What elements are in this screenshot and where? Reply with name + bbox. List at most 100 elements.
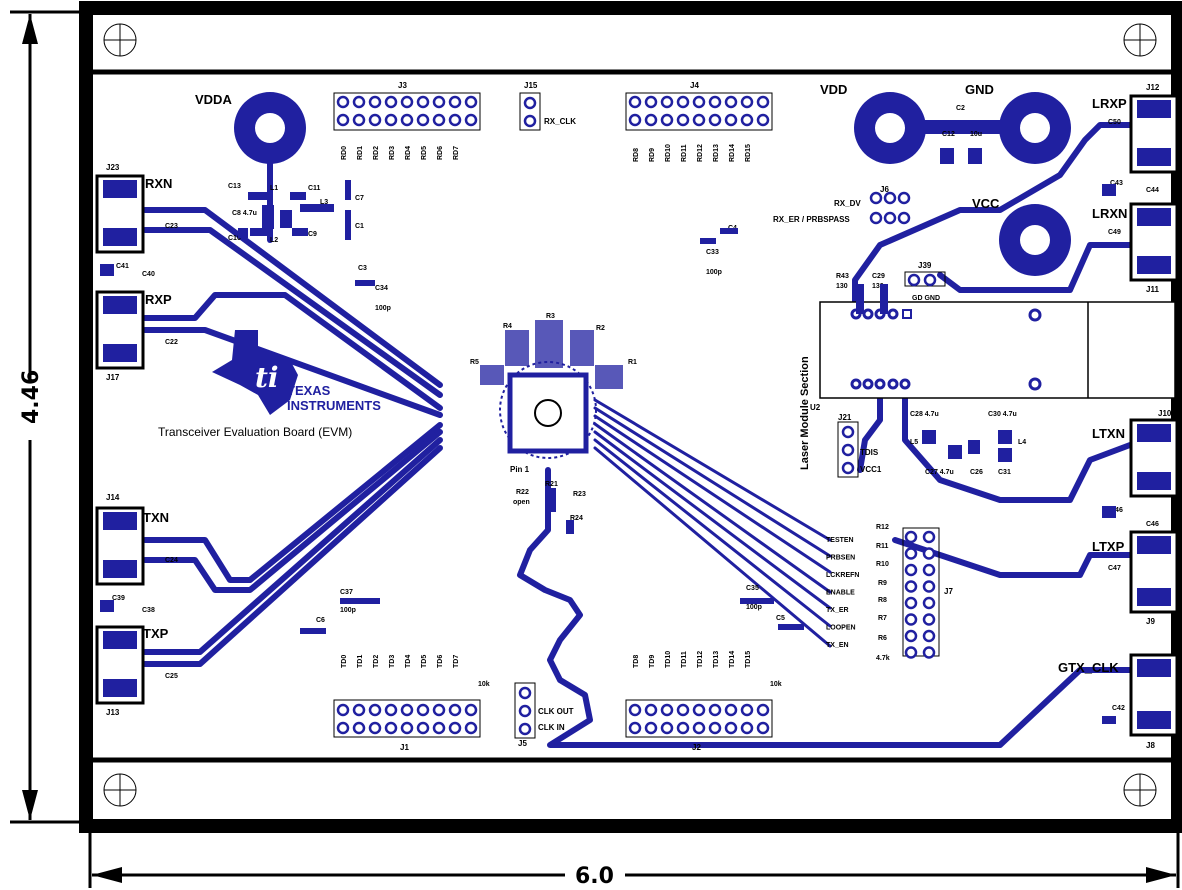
svg-text:C24: C24 (165, 557, 178, 564)
header-pin (841, 425, 855, 439)
svg-text:C10: C10 (228, 235, 241, 242)
j11-label: J11 (1146, 285, 1159, 294)
pin-label: RD10 (665, 144, 672, 162)
svg-text:100p: 100p (746, 604, 762, 611)
svg-text:R7: R7 (878, 615, 887, 622)
header-pin (922, 530, 936, 544)
svg-text:R9: R9 (878, 580, 887, 587)
header-pin (724, 703, 738, 717)
header-pin (448, 95, 462, 109)
pin-label: TD4 (405, 655, 412, 668)
vdd-label: VDD (820, 82, 847, 97)
svg-text:R6: R6 (878, 635, 887, 642)
header-pin (416, 95, 430, 109)
pin-label: TD3 (389, 655, 396, 668)
svg-text:C34: C34 (375, 285, 388, 292)
svg-text:C26: C26 (970, 469, 983, 476)
header-pin (660, 703, 674, 717)
pin-label: TD11 (681, 651, 688, 668)
header-pin (692, 721, 706, 735)
header-pin (740, 721, 754, 735)
pin-label: TD7 (453, 655, 460, 668)
header-pin (432, 721, 446, 735)
svg-text:130: 130 (836, 283, 848, 290)
svg-text:L5: L5 (910, 439, 918, 446)
header-pin (756, 721, 770, 735)
j9-label: J9 (1146, 617, 1155, 626)
pin-label: RD12 (697, 144, 704, 162)
pin-label: TD12 (697, 651, 704, 668)
vcc-label: VCC (972, 196, 1000, 211)
logo-line2: INSTRUMENTS (287, 398, 381, 413)
header-pin (368, 95, 382, 109)
pin-label: RD1 (357, 146, 364, 160)
svg-text:C40: C40 (142, 271, 155, 278)
svg-text:R4: R4 (503, 323, 512, 330)
lrxn-label: LRXN (1092, 206, 1127, 221)
header-pin (400, 95, 414, 109)
u2-label: U2 (810, 403, 821, 412)
pin-label: TD6 (437, 655, 444, 668)
j5-label: J5 (518, 739, 527, 748)
pin-label: TD0 (341, 655, 348, 668)
j17-label: J17 (106, 373, 120, 382)
svg-text:R23: R23 (573, 491, 586, 498)
svg-text:100p: 100p (706, 269, 722, 276)
header-pin (922, 563, 936, 577)
svg-text:C7: C7 (355, 195, 364, 202)
pin-label: TD15 (745, 651, 752, 668)
pin-label: RD6 (437, 146, 444, 160)
header-pin (676, 95, 690, 109)
svg-text:100p: 100p (340, 607, 356, 614)
svg-text:C6: C6 (316, 617, 325, 624)
pin-label: TD5 (421, 655, 428, 668)
header-pin (336, 703, 350, 717)
svg-text:R24: R24 (570, 515, 583, 522)
svg-text:C47: C47 (1108, 565, 1121, 572)
header-pin (384, 703, 398, 717)
sma-connectors (95, 94, 1179, 737)
header-pin (432, 703, 446, 717)
header-pin (904, 547, 918, 560)
svg-text:R43: R43 (836, 273, 849, 280)
pin-label: TD1 (357, 655, 364, 668)
header-pin (660, 113, 674, 127)
svg-text:C44: C44 (1146, 187, 1159, 194)
svg-text:R5: R5 (470, 359, 479, 366)
header-pin (523, 96, 537, 110)
svg-text:10k: 10k (478, 681, 490, 688)
width-dimension: 6.0 (88, 832, 1180, 889)
header-pin (869, 191, 883, 205)
header-pin (883, 191, 897, 205)
header-pin (448, 703, 462, 717)
header-pin (740, 703, 754, 717)
pin-label: RD0 (341, 146, 348, 160)
svg-text:C46: C46 (1110, 507, 1123, 514)
pin-label: TD13 (713, 651, 720, 668)
j2-label: J2 (692, 743, 701, 752)
header-pin (336, 113, 350, 127)
j6-label: J6 (880, 185, 889, 194)
rxp-label: RXP (145, 292, 172, 307)
j10-label: J10 (1158, 409, 1172, 418)
header-pin (384, 721, 398, 735)
header-pin (400, 721, 414, 735)
header-pin (897, 211, 911, 225)
header-pin (432, 95, 446, 109)
svg-text:C33: C33 (706, 249, 719, 256)
logo-product: Transceiver Evaluation Board (EVM) (158, 425, 352, 439)
signal-traces (142, 97, 1133, 748)
header-pin (518, 704, 532, 718)
header-pin (336, 95, 350, 109)
vdda-label: VDDA (195, 92, 232, 107)
rx-er-label: RX_ER / PRBSPASS (773, 215, 850, 224)
header-pin (724, 721, 738, 735)
j14-label: J14 (106, 493, 120, 502)
header-pin (904, 596, 918, 610)
svg-text:C37: C37 (340, 589, 353, 596)
header-pin (518, 686, 532, 700)
header-pin (692, 113, 706, 127)
header-pin (724, 95, 738, 109)
ti-logo-icon: ti (212, 330, 298, 415)
